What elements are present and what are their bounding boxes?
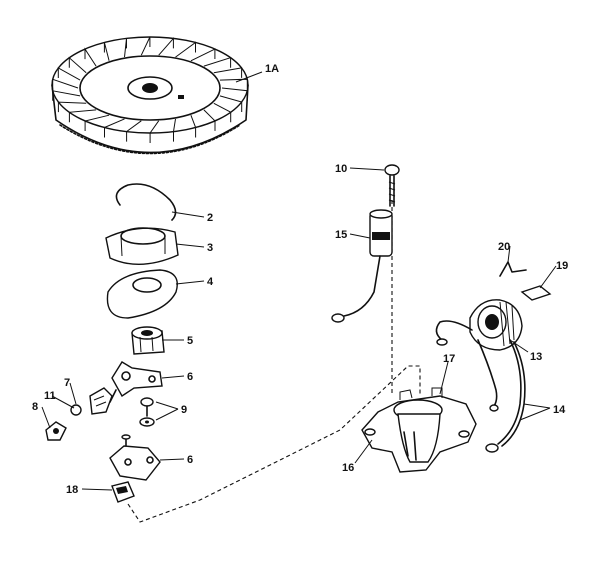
flywheel-fin [84, 47, 97, 67]
flywheel-fin [213, 67, 243, 78]
callout-labels: 1A 2 3 4 5 6 7 11 8 9 6 18 10 15 20 19 1… [32, 63, 568, 496]
spring-clip-part [115, 183, 177, 221]
terminal-clip-part [111, 481, 135, 503]
callout-1a: 1A [265, 63, 279, 75]
breaker-arm-part [109, 361, 163, 403]
flywheel-fin [190, 115, 197, 138]
flywheel-fin [158, 37, 174, 56]
callout-11: 11 [44, 390, 56, 402]
flywheel-fin [124, 38, 127, 58]
flywheel-fin [173, 118, 176, 142]
flywheel-fin [175, 41, 196, 58]
flywheel-fin [219, 78, 248, 90]
callout-6-lower: 6 [187, 454, 193, 466]
callout-6-upper: 6 [187, 371, 193, 383]
callout-9: 9 [181, 404, 187, 416]
flywheel-fin [149, 120, 160, 143]
flywheel-fin [84, 114, 110, 131]
callout-17: 17 [443, 353, 455, 365]
coil-part [435, 299, 523, 412]
callout-13: 13 [530, 351, 542, 363]
callout-10: 10 [335, 163, 347, 175]
bolt-part [384, 164, 400, 207]
callout-14: 14 [553, 404, 566, 416]
flywheel-fin [68, 109, 97, 123]
flywheel-fin [57, 101, 87, 113]
callout-15: 15 [335, 229, 347, 241]
callout-18: 18 [66, 484, 78, 496]
callout-19: 19 [556, 260, 568, 272]
screw-washer-part [139, 397, 155, 427]
flywheel-fin [52, 90, 81, 101]
flywheel-fin [221, 87, 248, 101]
flywheel-fin [203, 57, 232, 68]
flywheel-fin [190, 48, 216, 62]
condenser-part [331, 209, 393, 323]
flywheel-fin [203, 109, 216, 131]
flywheel-fin [57, 67, 81, 81]
callout-8: 8 [32, 401, 38, 413]
callout-2: 2 [207, 212, 213, 224]
flywheel-fin [219, 95, 243, 112]
callout-20: 20 [498, 241, 510, 253]
condenser-sleeve-part [131, 326, 165, 355]
callout-7: 7 [64, 377, 70, 389]
ground-wire-path [127, 365, 421, 523]
flywheel-fin [213, 102, 232, 123]
callout-5: 5 [187, 335, 193, 347]
flywheel-fin [126, 120, 142, 142]
callout-3: 3 [207, 242, 213, 254]
flywheel-fin [140, 36, 151, 56]
flywheel-fin [103, 42, 110, 61]
flywheel-fin [68, 56, 87, 74]
ground-clip-part [520, 285, 552, 301]
leader-lines [41, 71, 557, 491]
breaker-hardware-part [45, 387, 113, 441]
wire-spring-part [499, 261, 527, 277]
flywheel-fin [52, 78, 79, 90]
dust-cover-part [106, 269, 178, 319]
bracket-part [361, 387, 477, 473]
flywheel-fin [104, 118, 125, 138]
cam-sleeve-part [105, 227, 179, 266]
breaker-plate-part [109, 434, 161, 481]
ground-wires-part [485, 339, 526, 453]
flywheel-part [51, 36, 249, 155]
callout-16: 16 [342, 462, 354, 474]
callout-4: 4 [207, 276, 214, 288]
